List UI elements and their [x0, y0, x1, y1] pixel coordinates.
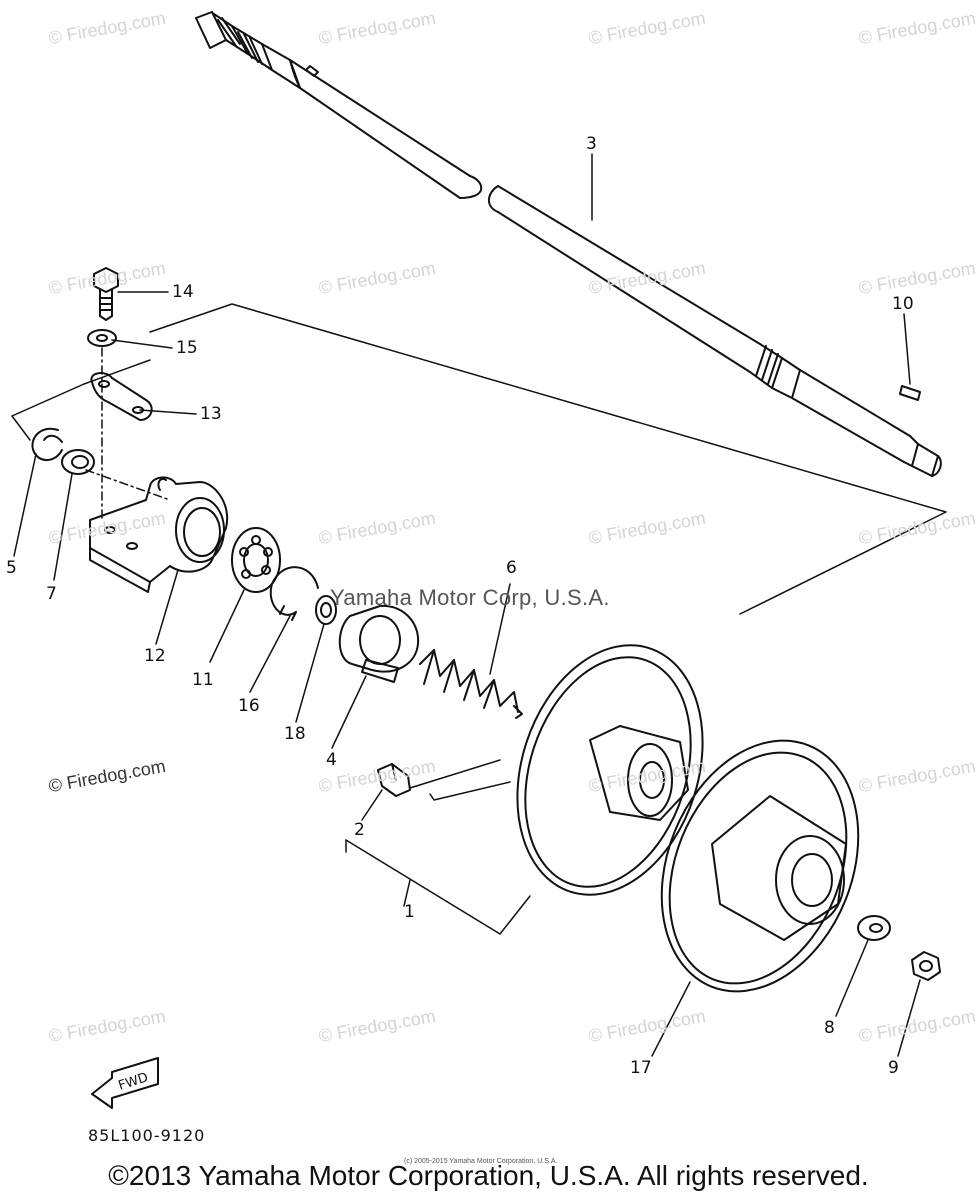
bushing [315, 595, 337, 625]
spring [419, 649, 523, 719]
part-label-18: 18 [284, 724, 306, 744]
leader-lines [13, 153, 921, 1057]
part-label-4: 4 [326, 750, 337, 770]
part-label-6: 6 [506, 558, 517, 578]
fine-print: (c) 2005-2015 Yamaha Motor Corporation, … [404, 1158, 558, 1165]
oil-seal [61, 449, 95, 475]
nut [911, 951, 941, 981]
circlip [31, 427, 63, 461]
fwd-arrow-icon: FWD [91, 1057, 159, 1109]
fwd-label: FWD [117, 1070, 150, 1094]
part-label-13: 13 [200, 404, 222, 424]
copyright-notice: ©2013 Yamaha Motor Corporation, U.S.A. A… [108, 1160, 869, 1191]
lock-washer [87, 329, 117, 347]
part-label-2: 2 [354, 820, 365, 840]
diagram-number: 85L100-9120 [88, 1126, 206, 1145]
bolt [93, 267, 119, 321]
part-label-17: 17 [630, 1058, 652, 1078]
corp-watermark: Yamaha Motor Corp, U.S.A. [330, 585, 610, 610]
bearing-housing [89, 476, 229, 593]
part-label-11: 11 [192, 670, 214, 690]
part-label-1: 1 [404, 902, 415, 922]
movable-sheave [660, 739, 860, 993]
part-label-8: 8 [824, 1018, 835, 1038]
part-label-10: 10 [892, 294, 914, 314]
part-label-14: 14 [172, 282, 194, 302]
circlip-large [269, 566, 319, 616]
part-label-12: 12 [144, 646, 166, 666]
part-label-3: 3 [586, 134, 597, 154]
assembly-outline [11, 303, 947, 935]
fixed-sheave [516, 644, 704, 896]
part-label-16: 16 [238, 696, 260, 716]
ball-bearing [231, 527, 281, 593]
part-label-15: 15 [176, 338, 198, 358]
secondary-shaft [195, 11, 942, 477]
spring-seat [338, 604, 420, 683]
part-label-7: 7 [46, 584, 57, 604]
part-label-5: 5 [6, 558, 17, 578]
shaft-key [899, 385, 921, 401]
plate [90, 372, 153, 421]
washer [857, 915, 891, 941]
part-label-9: 9 [888, 1058, 899, 1078]
